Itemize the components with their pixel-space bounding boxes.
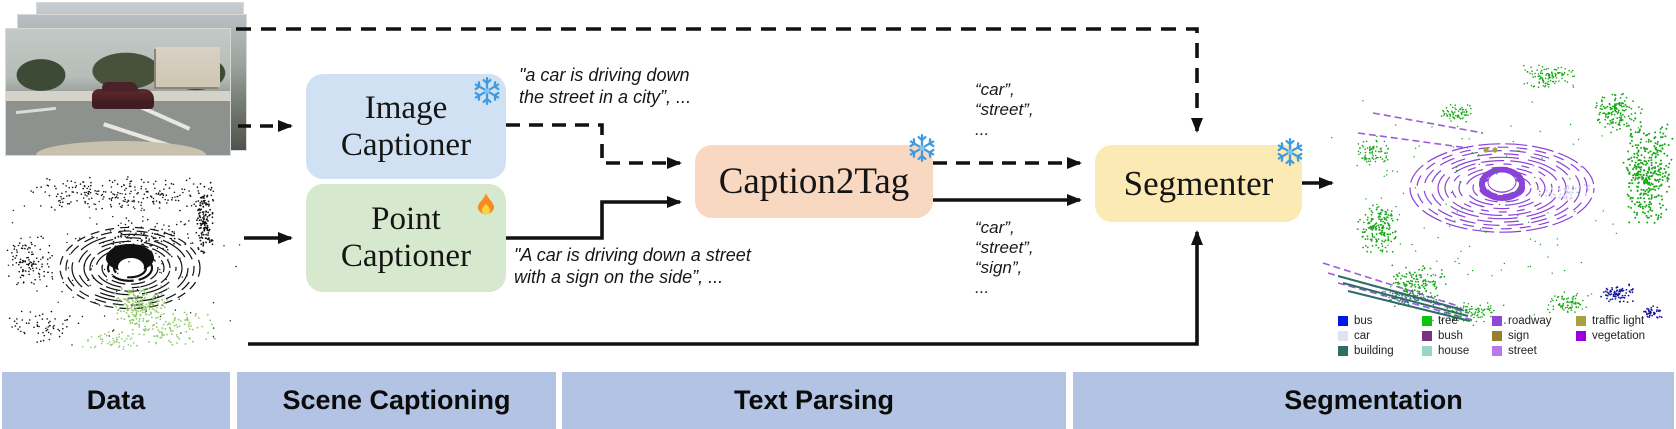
stage-data-label: Data xyxy=(86,385,146,415)
arrow-point-captioner-to-caption2tag xyxy=(506,196,682,240)
legend-swatch xyxy=(1338,331,1348,341)
point-captioner-label: Point Captioner xyxy=(340,201,472,274)
legend-label: tree xyxy=(1438,315,1458,327)
legend-label: sign xyxy=(1508,330,1530,342)
legend-swatch xyxy=(1492,316,1502,326)
point-caption-line1: "A car is driving down a street xyxy=(514,245,751,265)
flame-icon xyxy=(474,192,498,220)
legend-label: building xyxy=(1354,345,1394,357)
legend-swatch xyxy=(1338,346,1348,356)
segmenter-box: Segmenter xyxy=(1095,145,1302,222)
segmenter-label: Segmenter xyxy=(1123,163,1274,203)
tag-line: “car”, xyxy=(975,80,1015,99)
legend-swatch xyxy=(1492,331,1502,341)
image-captioner-label: Image Captioner xyxy=(340,89,472,163)
legend-label: bus xyxy=(1354,315,1373,327)
legend-label: traffic light xyxy=(1592,315,1645,327)
image-captioner-box: Image Captioner xyxy=(306,74,506,179)
camera-image-1 xyxy=(6,29,230,155)
caption2tag-box: Caption2Tag xyxy=(695,145,933,218)
car-shape xyxy=(92,82,154,109)
tag-line: “street”, xyxy=(975,238,1034,257)
segmented-point-cloud xyxy=(1322,64,1674,327)
input-point-cloud xyxy=(6,176,241,350)
snowflake-icon xyxy=(1275,137,1305,167)
tag-line: “car”, xyxy=(975,218,1015,237)
stage-text-parsing: Text Parsing xyxy=(562,372,1066,429)
legend-swatch xyxy=(1576,316,1586,326)
legend-label: street xyxy=(1508,345,1537,357)
snowflake-icon xyxy=(472,76,502,106)
stage-data: Data xyxy=(2,372,230,429)
arrow-image-captioner-to-caption2tag xyxy=(506,123,682,169)
legend-swatch xyxy=(1492,346,1502,356)
class-legend: bus car building tree bush house roadway… xyxy=(1338,314,1676,358)
legend-item: bush xyxy=(1422,329,1492,343)
tag-line: “street”, xyxy=(975,100,1034,119)
legend-label: house xyxy=(1438,345,1470,357)
image-caption-text: "a car is driving down the street in a c… xyxy=(519,64,691,108)
legend-label: roadway xyxy=(1508,315,1552,327)
legend-item: vegetation xyxy=(1576,329,1676,343)
legend-label: car xyxy=(1354,330,1370,342)
tag-line: “sign”, xyxy=(975,258,1023,277)
caption2tag-label: Caption2Tag xyxy=(718,160,910,202)
stage-scene-captioning: Scene Captioning xyxy=(237,372,556,429)
legend-item: bus xyxy=(1338,314,1422,328)
stage-segmentation: Segmentation xyxy=(1073,372,1674,429)
legend-swatch xyxy=(1422,346,1432,356)
tag-line: ... xyxy=(975,278,990,297)
house-shape xyxy=(156,47,220,87)
legend-item: sign xyxy=(1492,329,1576,343)
legend-item: building xyxy=(1338,344,1422,358)
image-caption-line1: "a car is driving down xyxy=(519,65,690,85)
legend-swatch xyxy=(1422,316,1432,326)
legend-label: bush xyxy=(1438,330,1463,342)
image-tags-text: “car”, “street”, ... xyxy=(975,80,1034,140)
ego-hood-shape xyxy=(36,141,206,155)
point-tags-text: “car”, “street”, “sign”, ... xyxy=(975,218,1034,298)
snowflake-icon xyxy=(907,133,937,163)
point-caption-text: "A car is driving down a street with a s… xyxy=(514,244,751,288)
stage-text-parsing-label: Text Parsing xyxy=(733,385,895,415)
stage-segmentation-label: Segmentation xyxy=(1284,385,1463,415)
legend-item: roadway xyxy=(1492,314,1576,328)
legend-item: car xyxy=(1338,329,1422,343)
legend-swatch xyxy=(1422,331,1432,341)
legend-swatch xyxy=(1338,316,1348,326)
legend-item: house xyxy=(1422,344,1492,358)
stage-scene-captioning-label: Scene Captioning xyxy=(282,385,511,415)
legend-item: street xyxy=(1492,344,1576,358)
legend-item: traffic light xyxy=(1576,314,1676,328)
point-captioner-box: Point Captioner xyxy=(306,184,506,292)
image-caption-line2: the street in a city”, ... xyxy=(519,87,692,107)
legend-swatch xyxy=(1576,331,1586,341)
legend-label: vegetation xyxy=(1592,330,1646,342)
tag-line: ... xyxy=(975,120,990,139)
point-caption-line2: with a sign on the side”, ... xyxy=(514,267,724,287)
legend-item: tree xyxy=(1422,314,1492,328)
